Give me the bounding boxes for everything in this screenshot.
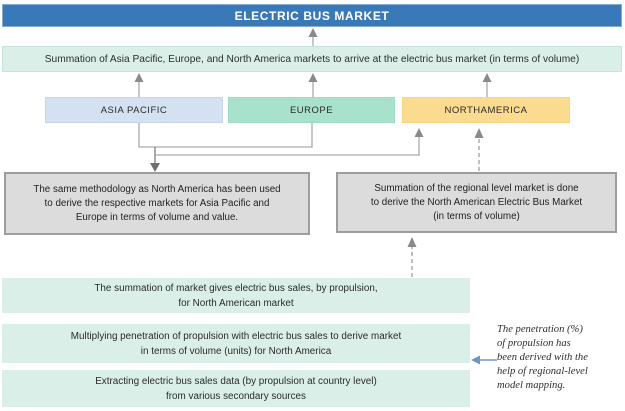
penetration-note-line: model mapping. bbox=[497, 380, 566, 391]
arrow-north-america-to-summation bbox=[482, 73, 492, 97]
dashed-arrow-process-to-right-gray bbox=[407, 237, 417, 277]
process-box-line: in terms of volume (units) for North Ame… bbox=[140, 345, 332, 357]
right-methodology-box: Summation of the regional level market i… bbox=[336, 172, 617, 233]
region-box-asia-pacific: ASIA PACIFIC bbox=[45, 97, 223, 123]
arrow-asia-pacific-to-summation bbox=[134, 73, 144, 97]
right-methodology-line: Summation of the regional level market i… bbox=[374, 182, 579, 194]
penetration-note-line: help of regional-level bbox=[497, 366, 588, 377]
region-box-europe: EUROPE bbox=[228, 97, 395, 123]
process-box-multiplying: Multiplying penetration of propulsion wi… bbox=[2, 324, 470, 363]
left-methodology-line: Europe in terms of volume and value. bbox=[75, 211, 239, 223]
process-box-line: Extracting electric bus sales data (by p… bbox=[95, 375, 377, 387]
right-methodology-line: (in terms of volume) bbox=[433, 210, 520, 222]
dashed-arrow-right-gray-to-north-america bbox=[474, 128, 484, 171]
region-label-asia-pacific: ASIA PACIFIC bbox=[100, 104, 168, 116]
region-label-europe: EUROPE bbox=[289, 104, 334, 116]
region-label-north-america: NORTHAMERICA bbox=[444, 104, 528, 116]
summation-box: Summation of Asia Pacific, Europe, and N… bbox=[2, 46, 622, 72]
diagram-title-bar: ELECTRIC BUS MARKET bbox=[2, 4, 622, 27]
process-box-summation: The summation of market gives electric b… bbox=[2, 278, 470, 313]
process-box-line: The summation of market gives electric b… bbox=[94, 282, 378, 294]
right-methodology-line: to derive the North American Electric Bu… bbox=[370, 196, 583, 208]
process-box-line: Multiplying penetration of propulsion wi… bbox=[70, 330, 402, 342]
connector-asia-europe-join bbox=[138, 123, 313, 148]
penetration-note-line: been derived with the bbox=[497, 352, 588, 363]
note-pointer-arrow bbox=[471, 355, 497, 365]
arrow-europe-to-summation bbox=[308, 73, 318, 97]
region-box-north-america: NORTHAMERICA bbox=[402, 97, 570, 123]
left-methodology-box: The same methodology as North America ha… bbox=[4, 172, 310, 235]
left-methodology-line: The same methodology as North America ha… bbox=[33, 183, 281, 195]
penetration-note-line: of propulsion has bbox=[497, 338, 571, 349]
summation-text: Summation of Asia Pacific, Europe, and N… bbox=[44, 53, 580, 65]
process-box-line: from various secondary sources bbox=[166, 390, 306, 402]
arrow-join-to-north-america bbox=[155, 128, 424, 156]
diagram-title: ELECTRIC BUS MARKET bbox=[234, 8, 390, 23]
arrow-join-to-left-gray-box bbox=[150, 147, 160, 172]
process-box-line: for North American market bbox=[178, 297, 294, 309]
penetration-note: The penetration (%) of propulsion has be… bbox=[497, 323, 625, 401]
left-methodology-line: to derive the respective markets for Asi… bbox=[44, 197, 270, 209]
penetration-note-line: The penetration (%) bbox=[497, 324, 583, 335]
process-box-extracting: Extracting electric bus sales data (by p… bbox=[2, 370, 470, 407]
arrow-summation-to-header bbox=[308, 28, 318, 46]
